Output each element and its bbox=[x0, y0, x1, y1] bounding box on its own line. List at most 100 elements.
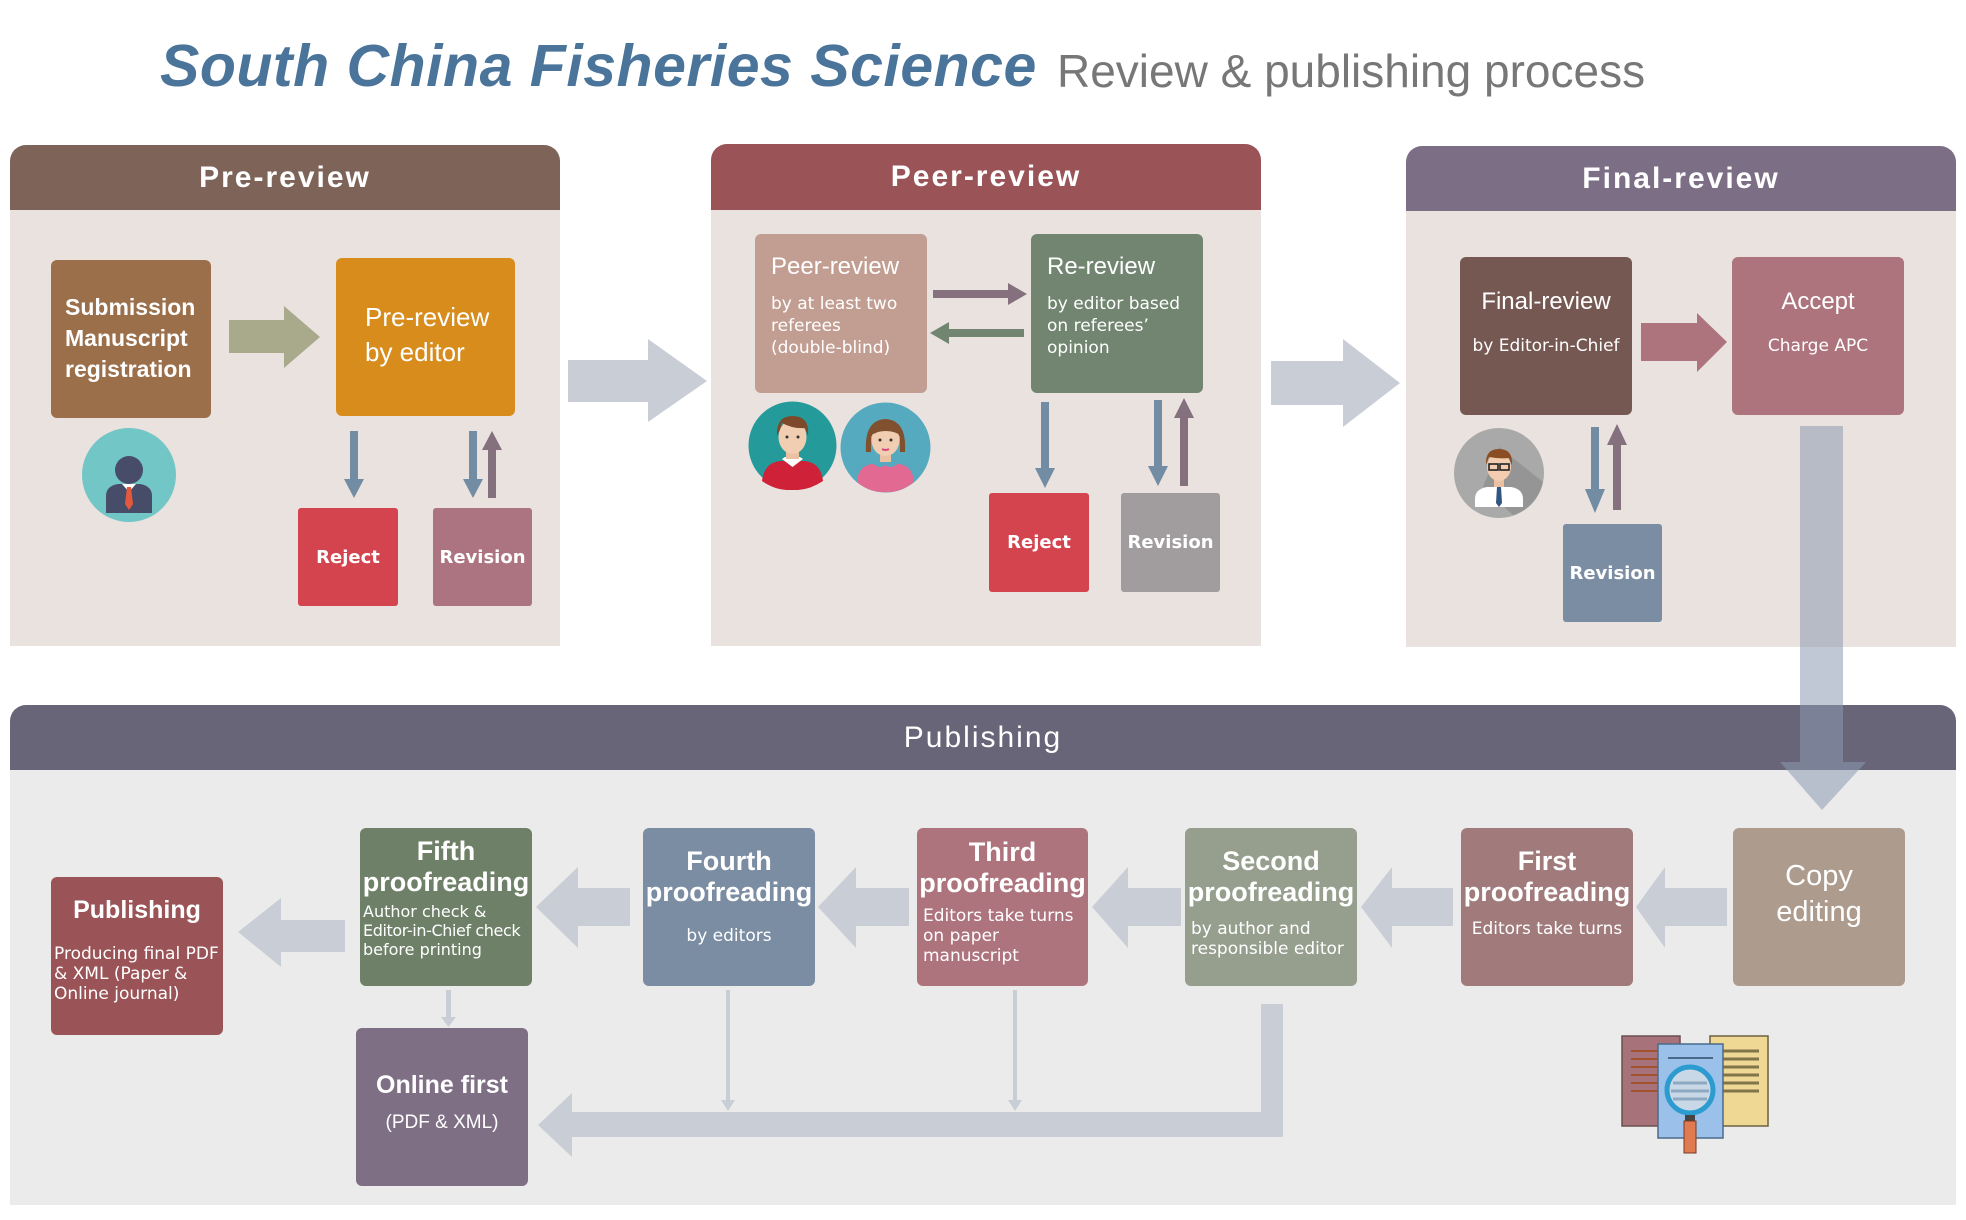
final-publishing-title: Publishing bbox=[73, 896, 201, 924]
author-avatar-icon bbox=[82, 428, 176, 522]
fifth-proofreading-desc-3: before printing bbox=[363, 940, 482, 959]
pre-review-header: Pre-review bbox=[10, 145, 560, 210]
third-to-fourth-arrow bbox=[818, 867, 909, 948]
prereview-to-reject-arrow bbox=[344, 431, 364, 498]
peer-review-reject-label: Reject bbox=[1007, 532, 1071, 553]
rereview-to-reject-arrow bbox=[1035, 402, 1055, 488]
third-proofreading-desc-3: manuscript bbox=[923, 946, 1019, 966]
final-publishing-desc-3: Online journal) bbox=[54, 984, 180, 1004]
fourth-to-online-arrow bbox=[721, 990, 735, 1111]
second-proofreading-desc-2: responsible editor bbox=[1191, 939, 1344, 959]
pre-review-editor-box[interactable]: Pre-review by editor bbox=[336, 258, 515, 416]
journal-title: South China Fisheries Science bbox=[160, 33, 1037, 99]
copy-editing-line-2: editing bbox=[1776, 896, 1862, 928]
peer-review-revision-box[interactable]: Revision bbox=[1121, 493, 1220, 592]
final-publishing-desc-1: Producing final PDF bbox=[54, 944, 219, 964]
third-to-online-arrow bbox=[1008, 990, 1022, 1111]
second-proofreading-desc-1: by author and bbox=[1191, 919, 1311, 939]
documents-magnifier-icon bbox=[1621, 1035, 1769, 1154]
second-proofreading-line-1: Second bbox=[1222, 846, 1320, 876]
submission-to-prereview-arrow bbox=[229, 306, 320, 368]
fifth-proofreading-desc-1: Author check & bbox=[363, 902, 487, 921]
third-proofreading-desc-2: on paper bbox=[923, 926, 1000, 946]
online-first-subtitle: (PDF & XML) bbox=[385, 1112, 499, 1133]
third-proofreading-box[interactable]: Third proofreading Editors take turns on… bbox=[917, 828, 1088, 986]
third-proofreading-desc-1: Editors take turns bbox=[923, 906, 1074, 926]
final-review-chief-box[interactable]: Final-review by Editor-in-Chief bbox=[1460, 257, 1632, 415]
fourth-proofreading-line-2: proofreading bbox=[645, 877, 813, 907]
peer-review-revision-label: Revision bbox=[1127, 532, 1214, 553]
final-review-header: Final-review bbox=[1406, 146, 1956, 211]
second-to-online-first-arrow bbox=[538, 1004, 1283, 1157]
peer-review-header-label: Peer-review bbox=[890, 160, 1082, 193]
online-first-box[interactable]: Online first (PDF & XML) bbox=[356, 1028, 528, 1186]
final-review-chief-title: Final-review bbox=[1481, 288, 1611, 315]
accept-to-copyediting-arrow bbox=[1780, 426, 1866, 810]
final-review-revision-box[interactable]: Revision bbox=[1563, 524, 1662, 622]
pre-review-revision-label: Revision bbox=[439, 546, 526, 568]
referee-review-line-2: referees bbox=[771, 316, 841, 336]
referee-to-rereview-arrow bbox=[933, 283, 1027, 305]
pre-review-editor-line-2: by editor bbox=[365, 337, 465, 367]
first-proofreading-line-2: proofreading bbox=[1463, 877, 1631, 907]
submission-line-2: Manuscript bbox=[65, 325, 188, 351]
final-review-revision-label: Revision bbox=[1569, 562, 1656, 584]
editor-in-chief-avatar-icon bbox=[1454, 428, 1544, 518]
final-publishing-desc-2: & XML (Paper & bbox=[54, 964, 188, 984]
revision-to-chief-arrow bbox=[1607, 424, 1627, 510]
rereview-to-referee-arrow bbox=[930, 322, 1024, 344]
chief-to-revision-arrow bbox=[1585, 427, 1605, 513]
publishing-header-label: Publishing bbox=[903, 720, 1063, 754]
final-review-header-label: Final-review bbox=[1582, 161, 1780, 195]
pre-review-editor-line-1: Pre-review bbox=[365, 302, 490, 332]
peer-to-final-arrow bbox=[1271, 339, 1400, 427]
third-proofreading-line-1: Third bbox=[968, 837, 1037, 867]
second-proofreading-line-2: proofreading bbox=[1187, 877, 1355, 907]
accept-subtitle: Charge APC bbox=[1767, 336, 1869, 356]
accept-box[interactable]: Accept Charge APC bbox=[1732, 257, 1904, 415]
first-proofreading-box[interactable]: First proofreading Editors take turns bbox=[1461, 828, 1633, 986]
re-review-line-3: opinion bbox=[1047, 338, 1110, 358]
fourth-proofreading-box[interactable]: Fourth proofreading by editors bbox=[643, 828, 815, 986]
fifth-to-publishing-arrow bbox=[238, 898, 345, 967]
copy-editing-box[interactable]: Copy editing bbox=[1733, 828, 1905, 986]
referee-review-line-1: by at least two bbox=[771, 294, 898, 314]
referee-review-box[interactable]: Peer-review by at least two referees (do… bbox=[755, 234, 927, 393]
first-proofreading-desc-1: Editors take turns bbox=[1471, 919, 1623, 939]
publishing-header: Publishing bbox=[10, 705, 1956, 770]
re-review-line-2: on referees’ bbox=[1047, 316, 1149, 336]
prereview-to-revision-arrow bbox=[463, 431, 483, 498]
first-to-second-arrow bbox=[1361, 867, 1453, 948]
peer-review-header: Peer-review bbox=[711, 144, 1261, 210]
rereview-to-revision-arrow bbox=[1148, 400, 1168, 486]
submission-box[interactable]: Submission Manuscript registration bbox=[51, 260, 211, 418]
submission-line-3: registration bbox=[65, 356, 192, 382]
second-to-third-arrow bbox=[1092, 867, 1181, 948]
pre-to-peer-arrow bbox=[568, 339, 707, 422]
fourth-to-fifth-arrow bbox=[536, 867, 630, 948]
fourth-proofreading-line-1: Fourth bbox=[686, 846, 772, 876]
final-publishing-box[interactable]: Publishing Producing final PDF & XML (Pa… bbox=[51, 877, 223, 1035]
fifth-proofreading-line-1: Fifth bbox=[416, 836, 476, 866]
pre-review-revision-box[interactable]: Revision bbox=[433, 508, 532, 606]
fifth-proofreading-box[interactable]: Fifth proofreading Author check & Editor… bbox=[360, 828, 532, 986]
re-review-line-1: by editor based bbox=[1047, 294, 1181, 314]
pre-review-reject-label: Reject bbox=[316, 546, 380, 568]
second-proofreading-box[interactable]: Second proofreading by author and respon… bbox=[1185, 828, 1357, 986]
peer-review-reject-box[interactable]: Reject bbox=[989, 493, 1089, 592]
revision-to-prereview-arrow bbox=[482, 431, 502, 498]
chief-to-accept-arrow bbox=[1641, 313, 1727, 372]
fifth-to-online-first-arrow bbox=[441, 990, 456, 1027]
pre-review-reject-box[interactable]: Reject bbox=[298, 508, 398, 606]
final-review-chief-subtitle: by Editor-in-Chief bbox=[1472, 336, 1620, 356]
re-review-box[interactable]: Re-review by editor based on referees’ o… bbox=[1031, 234, 1203, 393]
fifth-proofreading-line-2: proofreading bbox=[362, 867, 530, 897]
submission-line-1: Submission bbox=[65, 294, 196, 320]
online-first-title: Online first bbox=[376, 1071, 508, 1099]
third-proofreading-line-2: proofreading bbox=[919, 868, 1086, 898]
first-proofreading-line-1: First bbox=[1517, 846, 1577, 876]
referee-review-title: Peer-review bbox=[771, 253, 900, 280]
copy-editing-line-1: Copy bbox=[1785, 860, 1853, 892]
diagram-subtitle: Review & publishing process bbox=[1057, 45, 1646, 97]
